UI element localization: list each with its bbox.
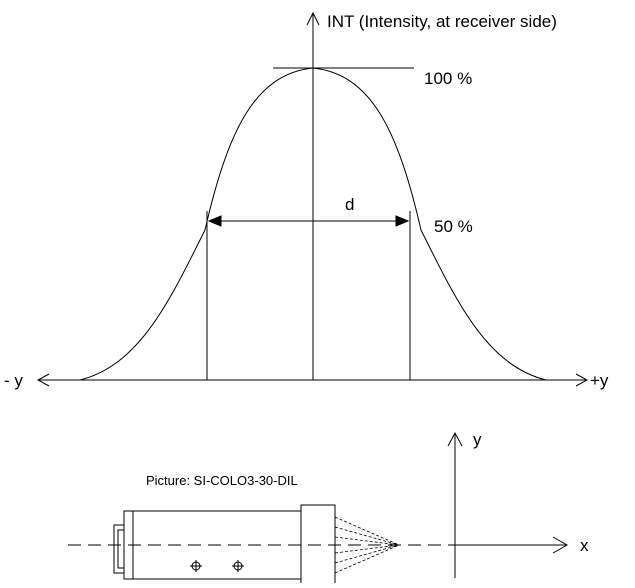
mounting-hole-icon (190, 560, 202, 572)
intensity-chart: INT (Intensity, at receiver side) - y +y… (4, 11, 609, 390)
sensor-caption: Picture: SI-COLO3-30-DIL (146, 473, 298, 488)
int-axis-arrowhead (306, 11, 320, 26)
x-axis-label: x (580, 536, 589, 555)
width-arrowhead-left (207, 215, 222, 227)
level-100-label: 100 % (424, 69, 472, 88)
mounting-hole-icon (232, 560, 244, 572)
y-axis-right-label: +y (590, 371, 609, 390)
y-axis-right-arrowhead (575, 373, 589, 387)
sensor-drawing: Picture: SI-COLO3-30-DIL (68, 430, 589, 586)
light-cone (334, 516, 400, 574)
vertical-axis-label: y (473, 430, 482, 449)
int-axis-label: INT (Intensity, at receiver side) (327, 12, 557, 31)
sensor-body (113, 504, 336, 586)
width-arrowhead-right (395, 215, 410, 227)
vertical-axis-arrowhead (447, 431, 463, 447)
level-50-label: 50 % (434, 217, 473, 236)
y-axis-left-label: - y (4, 371, 23, 390)
x-axis-arrowhead (552, 536, 569, 554)
y-axis-left-arrowhead (36, 373, 50, 387)
width-label: d (345, 195, 354, 214)
